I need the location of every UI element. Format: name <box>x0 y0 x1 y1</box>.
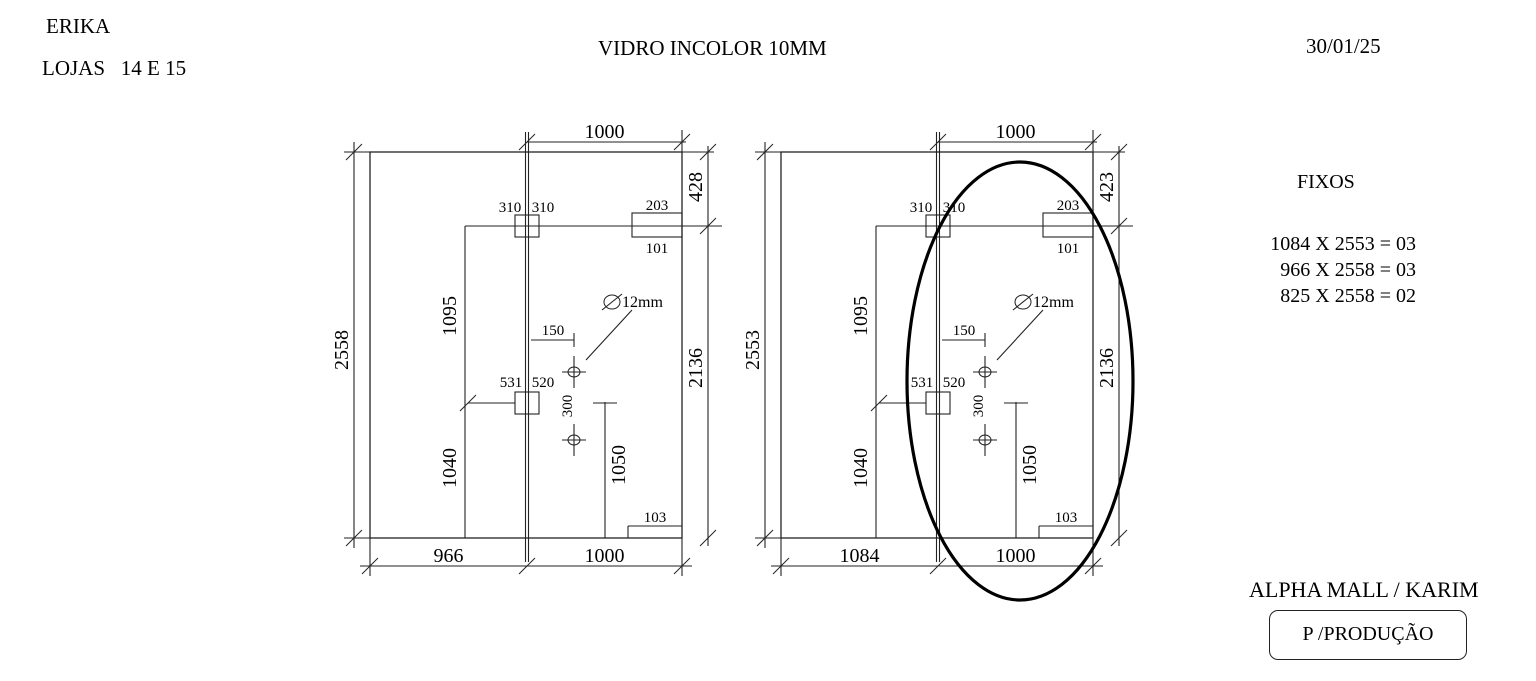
dimension-tick <box>673 557 691 575</box>
height-label: 2558 <box>331 330 353 370</box>
hole-diameter-label: 12mm <box>1033 294 1074 311</box>
client-name: ERIKA <box>46 14 111 38</box>
dimension-tick <box>361 557 379 575</box>
lock-top-width-label: 203 <box>646 198 669 214</box>
production-stamp: P /PRODUÇÃO <box>1269 610 1467 660</box>
dimension-tick <box>772 557 790 575</box>
material-title: VIDRO INCOLOR 10MM <box>598 36 827 60</box>
diameter-symbol <box>601 293 623 311</box>
height-label: 2553 <box>742 330 764 370</box>
dimension-tick <box>1110 529 1128 547</box>
mall-label: ALPHA MALL / KARIM <box>1249 577 1479 602</box>
hinge-top-box <box>514 214 540 238</box>
dimension-tick <box>345 143 363 161</box>
door-width-top-label: 1000 <box>585 121 625 143</box>
date-label: 30/01/25 <box>1306 34 1381 58</box>
dimension-tick <box>518 557 536 575</box>
top-transom-label: 428 <box>685 172 707 202</box>
diameter-symbol <box>1012 293 1034 311</box>
hinge-mid-b-label: 520 <box>532 375 555 391</box>
hole-offset-label: 150 <box>953 323 976 339</box>
hinge-top-a-label: 310 <box>499 200 522 216</box>
handle-height-label: 1050 <box>1019 445 1041 485</box>
fixo-item: 966 X 2558 = 03 <box>1280 259 1416 281</box>
fixos-title: FIXOS <box>1297 171 1355 193</box>
lock-top-box <box>631 212 683 238</box>
diameter-symbol <box>1014 294 1032 310</box>
top-transom-label: 423 <box>1096 172 1118 202</box>
hinge-top-a-label: 310 <box>910 200 933 216</box>
dimension-tick <box>699 217 717 235</box>
fixo-item: 825 X 2558 = 02 <box>1280 285 1416 307</box>
dimension-tick <box>929 557 947 575</box>
drawing-left: 310 310 531 520 203 101 103 1095 1040 150 300 12mm 1… <box>331 121 722 576</box>
door-width-top-label: 1000 <box>996 121 1036 143</box>
hinge-top-b-label: 310 <box>532 200 555 216</box>
dimension-tick <box>518 133 536 151</box>
dimension-tick <box>756 143 774 161</box>
dimension-tick <box>870 394 888 412</box>
dimension-tick <box>1084 557 1102 575</box>
diameter-symbol <box>603 294 621 310</box>
dimension-tick <box>459 394 477 412</box>
dimension-tick <box>699 143 717 161</box>
upper-hinge-label: 1095 <box>850 296 872 336</box>
lock-top-width-label: 203 <box>1057 198 1080 214</box>
lower-hinge-label: 1040 <box>850 448 872 488</box>
diameter-leader <box>996 309 1044 361</box>
dimension-tick <box>345 529 363 547</box>
dimension-tick <box>929 133 947 151</box>
hinge-mid-a-label: 531 <box>911 375 934 391</box>
door-width-bottom-label: 1000 <box>585 545 625 567</box>
handle-height-label: 1050 <box>608 445 630 485</box>
fixed-width-label: 966 <box>434 545 464 567</box>
store-label: LOJAS 14 E 15 <box>42 56 187 80</box>
hole-spacing-label: 300 <box>971 395 987 418</box>
hole-spacing-label: 300 <box>560 395 576 418</box>
hinge-top-box <box>925 214 951 238</box>
hole-diameter-label: 12mm <box>622 294 663 311</box>
lock-top-height-label: 101 <box>646 241 669 257</box>
door-height-label: 2136 <box>1096 348 1118 388</box>
door-height-label: 2136 <box>685 348 707 388</box>
door-width-bottom-label: 1000 <box>996 545 1036 567</box>
dimension-tick <box>756 529 774 547</box>
dimension-tick <box>1084 133 1102 151</box>
production-label: P /PRODUÇÃO <box>1302 623 1434 645</box>
diameter-leader <box>585 309 633 361</box>
lock-bottom-label: 103 <box>1055 510 1078 526</box>
lower-hinge-label: 1040 <box>439 448 461 488</box>
dimension-tick <box>699 529 717 547</box>
highlight-ellipse <box>905 160 1135 602</box>
dimension-tick <box>1110 143 1128 161</box>
hinge-mid-box <box>925 391 951 415</box>
hinge-mid-box <box>514 391 540 415</box>
dimension-tick <box>1110 217 1128 235</box>
lock-bottom-label: 103 <box>644 510 667 526</box>
hole-offset-label: 150 <box>542 323 565 339</box>
fixo-item: 1084 X 2553 = 03 <box>1270 233 1416 255</box>
fixed-width-label: 1084 <box>840 545 880 567</box>
lock-top-box <box>1042 212 1094 238</box>
upper-hinge-label: 1095 <box>439 296 461 336</box>
lock-top-height-label: 101 <box>1057 241 1080 257</box>
dimension-tick <box>673 133 691 151</box>
hinge-mid-b-label: 520 <box>943 375 966 391</box>
hinge-mid-a-label: 531 <box>500 375 523 391</box>
